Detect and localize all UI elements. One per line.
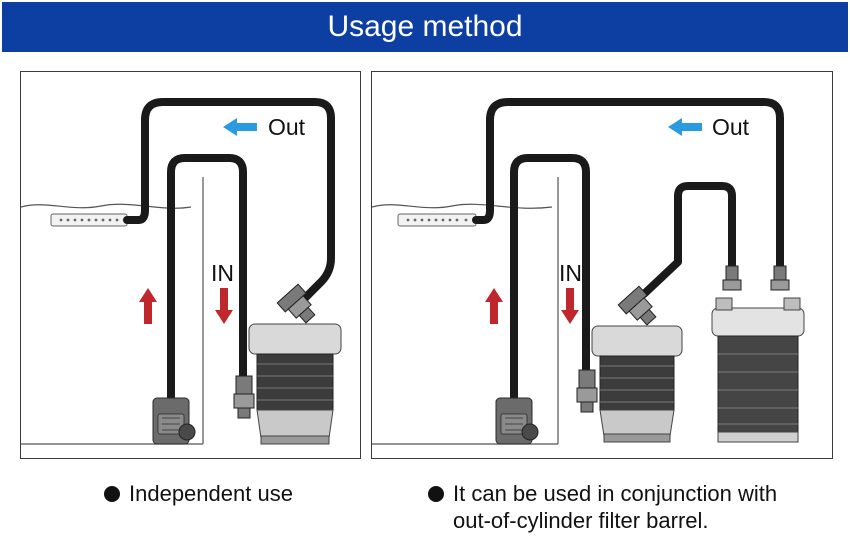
outlet-hose: [472, 98, 784, 272]
caption-independent-use: Independent use: [104, 480, 293, 507]
caption-text: Independent use: [129, 481, 293, 506]
bullet-icon: [104, 486, 120, 502]
page-title: Usage method: [327, 10, 523, 43]
out-label: Out: [712, 114, 750, 140]
link-hose: [640, 182, 736, 298]
inlet-hose: [510, 154, 590, 406]
canister-filter-icon: [248, 323, 342, 445]
submersible-pump-icon: [495, 397, 539, 445]
down-arrow-icon: [215, 288, 233, 324]
submersible-pump-icon: [152, 397, 196, 445]
diagram-left-svg: [21, 98, 342, 445]
outlet-hose: [123, 98, 335, 304]
spray-bar-icon: [397, 213, 477, 227]
external-canister-icon: [711, 297, 805, 443]
out-label: Out: [268, 114, 306, 140]
down-arrow-icon: [561, 288, 579, 324]
caption-text-line2: out-of-cylinder filter barrel.: [453, 508, 709, 533]
up-arrow-icon: [139, 288, 157, 324]
diagram-conjunction-use: Out IN: [371, 71, 833, 459]
outlet-connector-icon: [617, 285, 657, 326]
out-arrow-icon: [668, 118, 702, 136]
inlet-connector-icon: [576, 369, 598, 413]
caption-conjunction-use: It can be used in conjunction with out-o…: [428, 480, 777, 534]
in-label: IN: [211, 260, 234, 286]
inlet-connector-icon: [233, 375, 255, 419]
outlet-connector-icon: [276, 283, 316, 324]
in-label: IN: [559, 260, 582, 286]
caption-text-line1: It can be used in conjunction with: [453, 481, 778, 506]
canister-connector-icon: [722, 265, 790, 291]
page-title-banner: Usage method: [2, 2, 848, 52]
canister-filter-icon: [591, 325, 683, 443]
inlet-hose: [167, 154, 247, 406]
spray-bar-icon: [50, 213, 128, 227]
up-arrow-icon: [485, 288, 503, 324]
diagram-independent-use: Out IN: [20, 71, 361, 459]
bullet-icon: [428, 486, 444, 502]
out-arrow-icon: [223, 118, 257, 136]
diagram-right-svg: [372, 98, 805, 445]
